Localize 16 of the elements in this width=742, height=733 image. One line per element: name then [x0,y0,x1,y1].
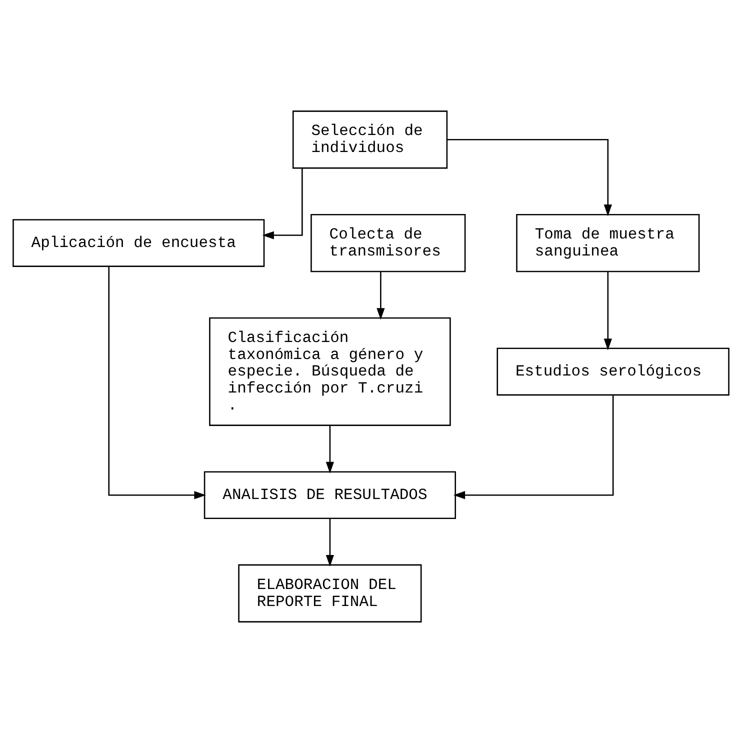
node-box: Estudios serológicos [496,348,730,396]
arrow [447,138,612,216]
arrow [376,272,385,320]
arrow [326,518,334,567]
node-box: Colecta de transmisores [310,214,466,272]
node-box: ELABORACION DEL REPORTE FINAL [238,564,422,622]
arrow [262,168,303,240]
node-box: Aplicación de encuesta [12,219,265,267]
arrow [108,266,206,500]
arrow [326,425,334,474]
node-box: Clasificación taxonómica a género y especie. Búsqueda de infección por T.cruzi . [209,317,451,426]
arrow [604,272,612,350]
node-box: Toma de muestra sanguinea [516,214,700,272]
node-box: Selección de individuos [292,110,448,169]
arrow [453,395,614,500]
node-box: ANALISIS DE RESULTADOS [204,471,456,520]
